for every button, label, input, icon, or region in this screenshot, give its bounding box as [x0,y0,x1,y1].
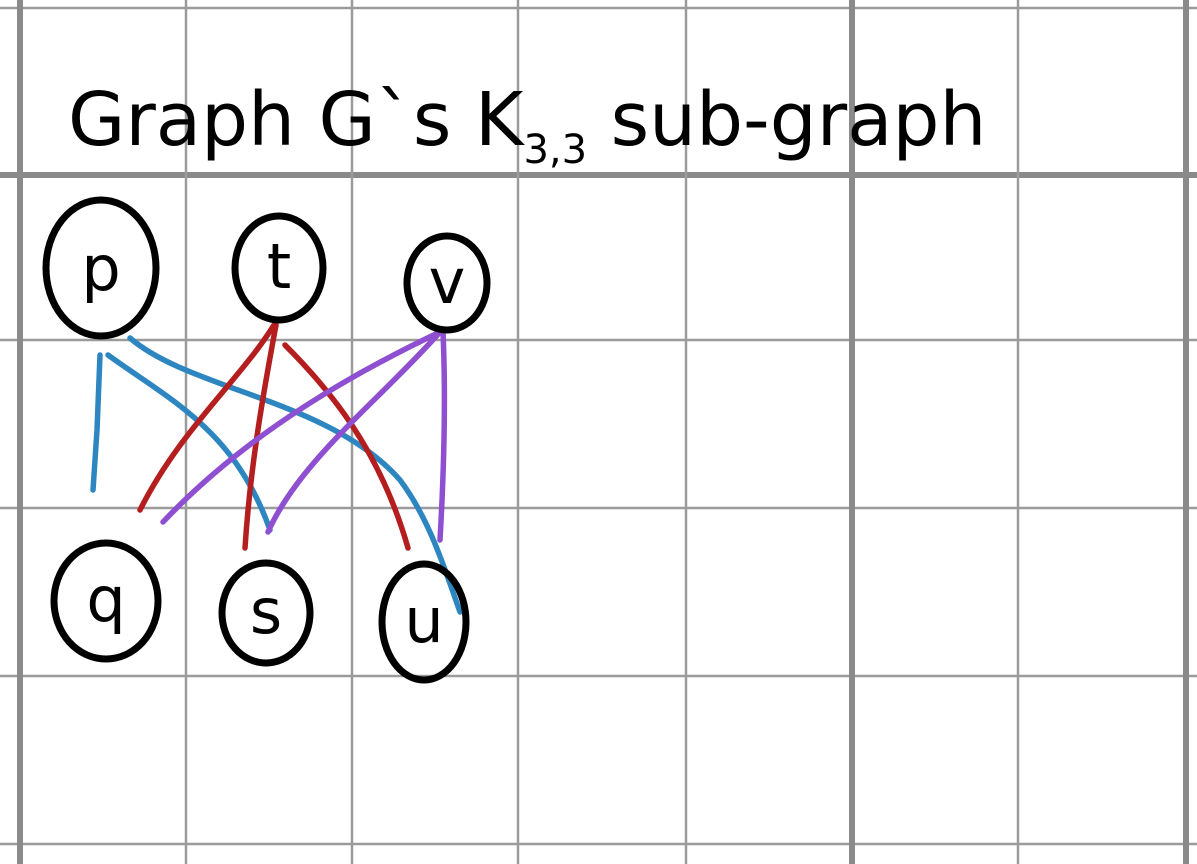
node-u: u [378,560,470,684]
edges [90,322,463,615]
node-v: v [403,232,491,334]
edge-p-u [127,335,463,615]
title-suffix: sub-graph [587,77,986,163]
edge-v-u [437,329,448,543]
node-v-label: v [429,245,466,318]
edge-v-q [160,329,443,525]
node-p: p [42,196,160,340]
node-u-label: u [404,584,443,657]
edge-v-s [265,329,443,535]
title-prefix: Graph G`s K [68,77,526,163]
node-p-label: p [81,232,120,305]
edge-t-u [282,342,411,551]
edge-t-s [242,322,279,551]
edge-p-s [105,352,273,533]
diagram-title: Graph G`s K3,3 sub-graph [68,77,986,173]
node-q: q [50,539,162,663]
node-t-label: t [267,230,291,303]
edge-t-q [137,322,277,513]
node-q-label: q [86,563,125,636]
node-s-label: s [250,575,282,648]
title-subscript: 3,3 [523,127,587,173]
node-s: s [218,559,314,667]
node-t: t [231,212,327,324]
edge-p-q [90,352,103,493]
